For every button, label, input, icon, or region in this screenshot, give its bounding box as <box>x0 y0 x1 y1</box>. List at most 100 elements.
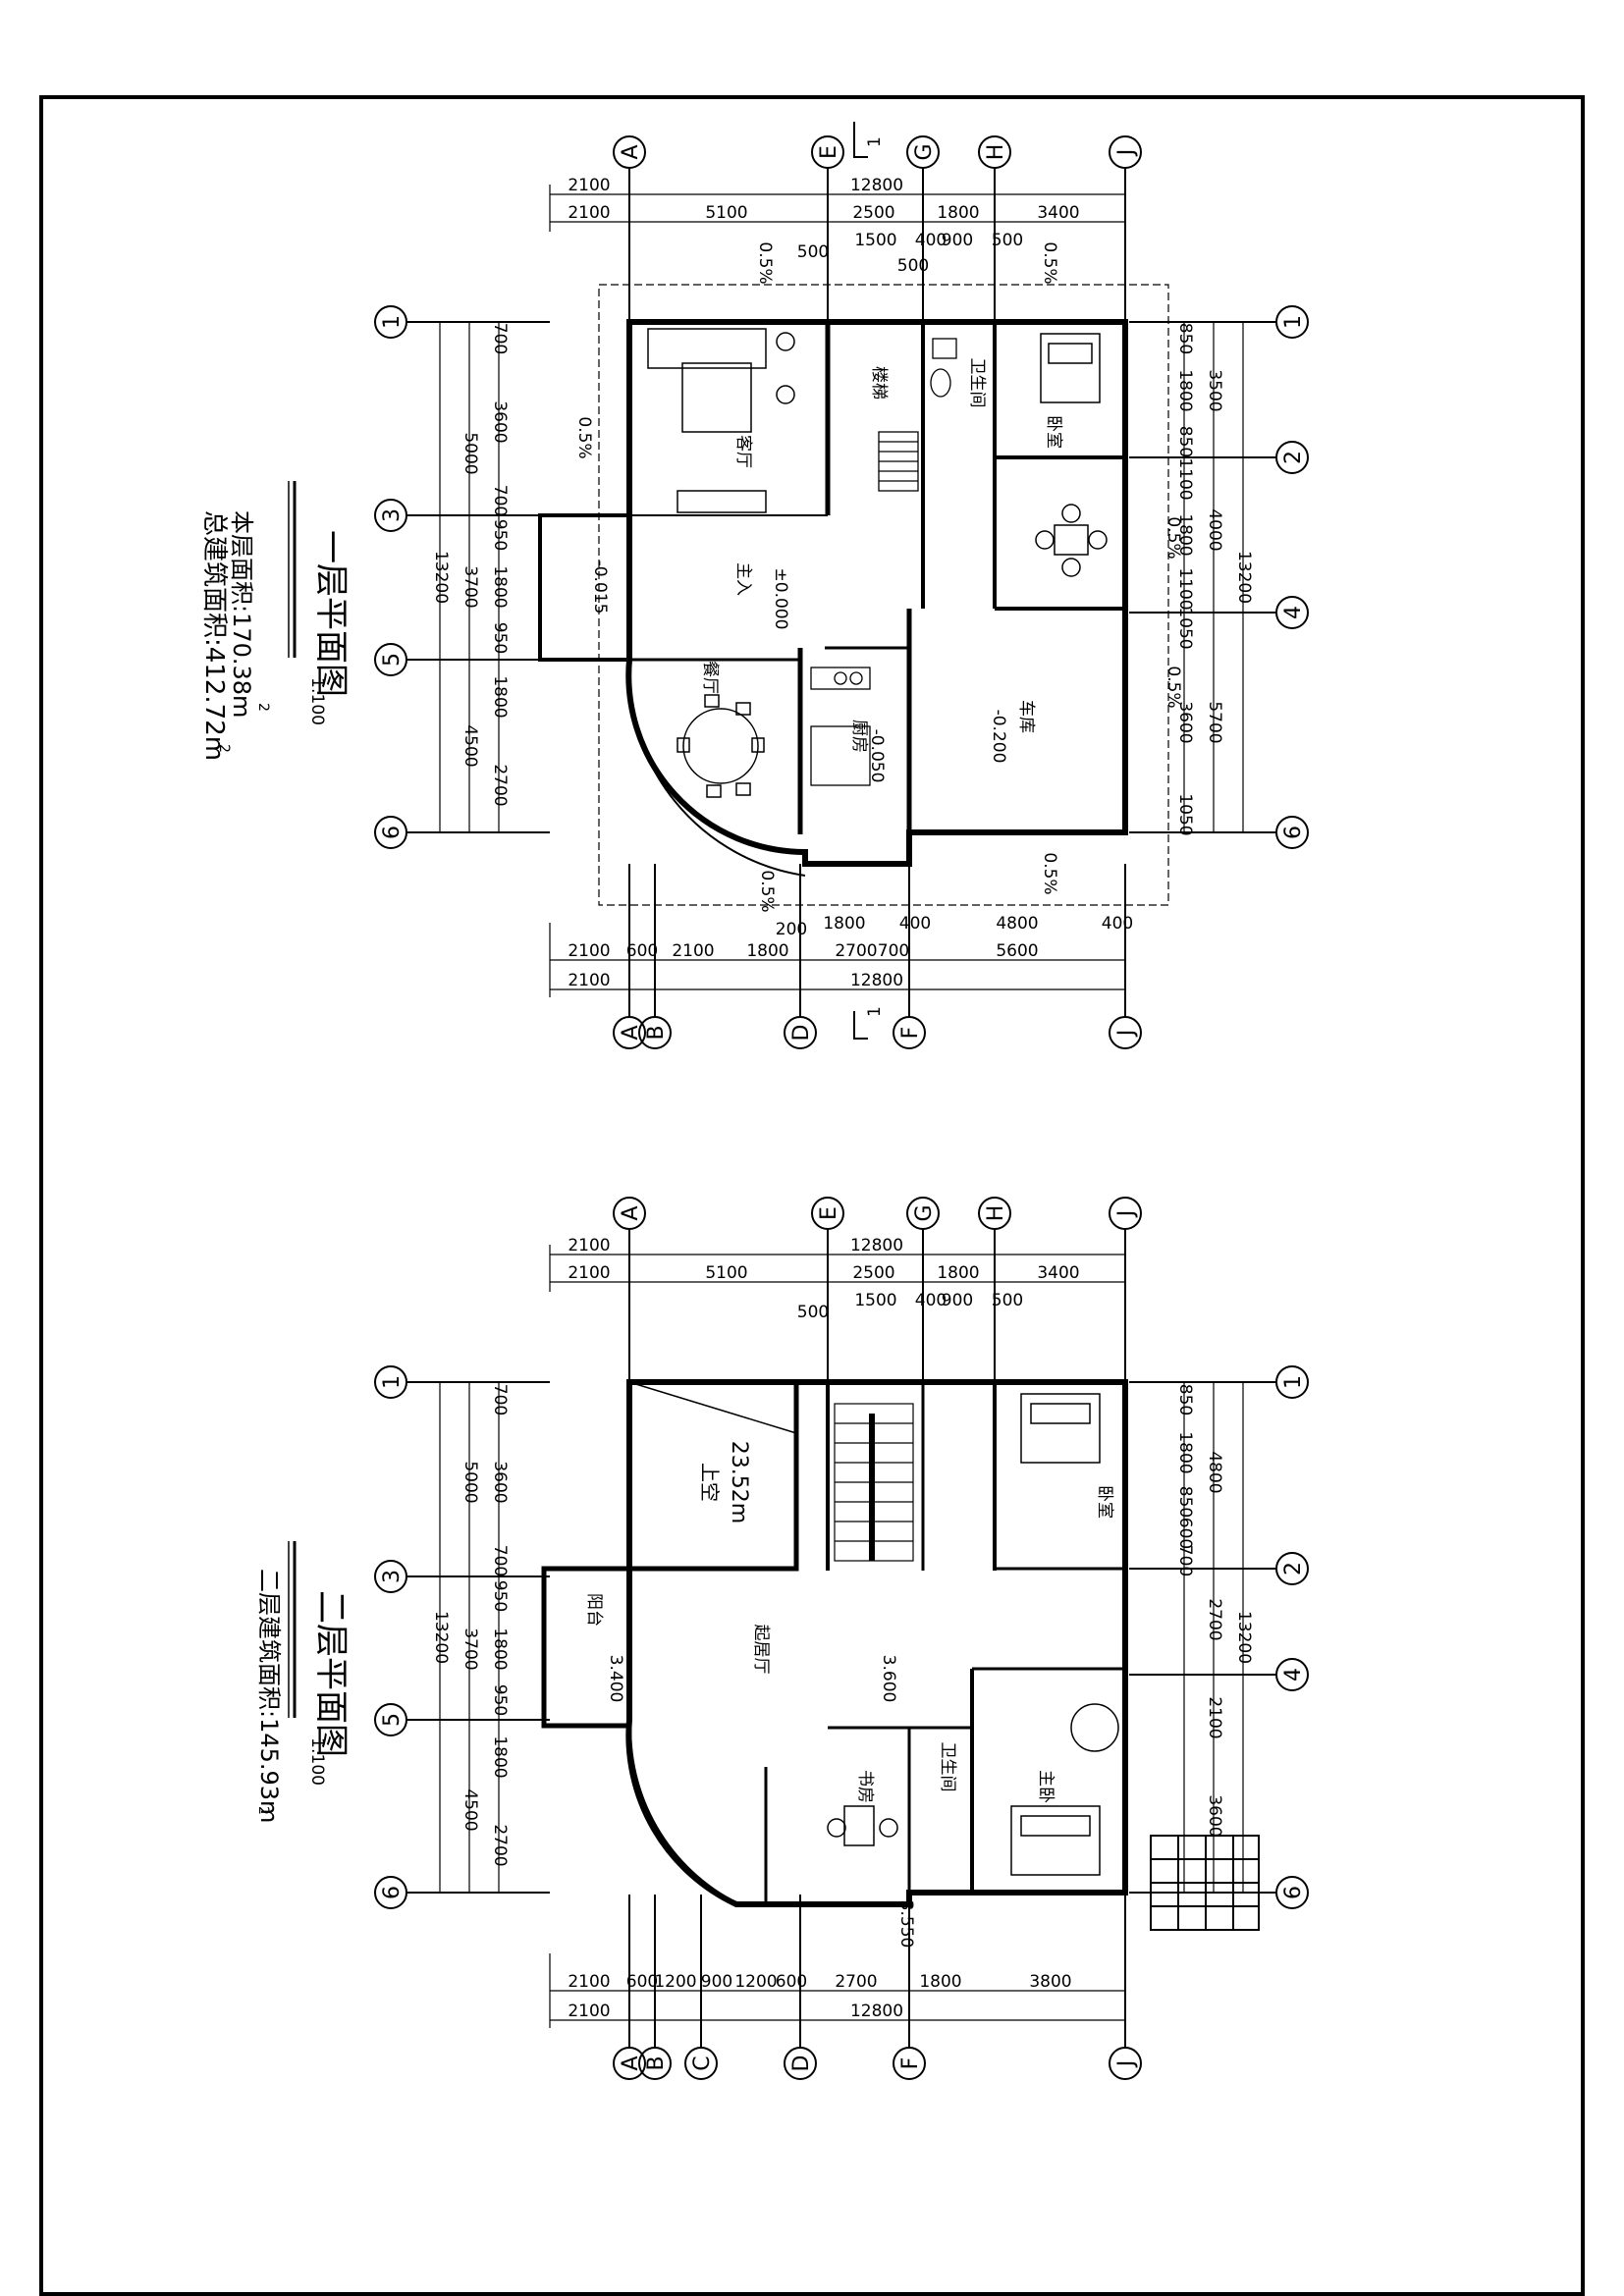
ground-level-kitchen: -0.050 <box>867 729 887 783</box>
ground-axis-B-bottom: B <box>644 1025 669 1040</box>
ground-level-porch: -0.015 <box>590 561 610 614</box>
upper-dim-bottom-d6: 600 <box>776 1972 807 1992</box>
ground-floor-area-1: 本层面积:170.38m <box>228 510 255 718</box>
upper-dim-detail-1: 500 <box>797 1303 829 1322</box>
upper-dim-bottom-d2: 600 <box>626 1972 658 1992</box>
ground-dim-right-total: 13200 <box>1234 551 1254 604</box>
ground-floor-area-2: 总建筑面积:412.72m <box>199 510 229 761</box>
upper-dim-detail-3: 400 <box>915 1291 947 1310</box>
ground-dim-lines-right <box>1183 322 1244 832</box>
ground-axis-4-right: 4 <box>1281 606 1306 619</box>
upper-dim-lines-top <box>549 1245 1126 1292</box>
upper-axis-5-left: 5 <box>380 1713 405 1727</box>
ground-room-bedroom: 卧室 <box>1044 415 1063 449</box>
upper-axis-6-right: 6 <box>1281 1886 1306 1899</box>
ground-room-stair: 楼梯 <box>869 366 889 400</box>
upper-dim-right-span-4: 3600 <box>1205 1794 1224 1837</box>
upper-dim-lines-left <box>439 1382 500 1893</box>
upper-dim-left-span-3: 4500 <box>460 1789 480 1831</box>
ground-dim-bottom-inner-2: 1800 <box>823 914 865 934</box>
upper-title-block: 二层平面图 1:100 二层建筑面积:145.93m 2 <box>255 1541 351 1823</box>
ground-walls <box>538 284 1169 906</box>
upper-dim-left-d6: 950 <box>490 1684 510 1716</box>
upper-dim-top-span-3: 2500 <box>852 1263 894 1283</box>
upper-dim-top-span-2: 5100 <box>705 1263 747 1283</box>
upper-dim-left-d5: 1800 <box>490 1628 510 1670</box>
upper-axis-2-right: 2 <box>1281 1562 1306 1575</box>
ground-floor-area-1-sup: 2 <box>255 703 271 712</box>
ground-dim-detail-6: 500 <box>897 256 929 276</box>
ground-axis-J-bottom: J <box>1114 1030 1139 1039</box>
ground-dim-bottom-inner-5: 400 <box>1102 914 1133 934</box>
upper-dim-bottom-d9: 3800 <box>1029 1972 1071 1992</box>
ground-dim-left-span-1: 5000 <box>460 432 480 474</box>
upper-room-wc: 卫生间 <box>938 1742 957 1792</box>
upper-axis-H-top: H <box>984 1205 1008 1222</box>
ground-axis-1-right: 1 <box>1281 315 1306 329</box>
ground-axis-2-right: 2 <box>1281 451 1306 464</box>
upper-dim-left-total: 13200 <box>431 1611 451 1664</box>
ground-dim-right-span-2: 4000 <box>1205 508 1224 551</box>
ground-section-mark-top: 1 <box>865 136 885 147</box>
upper-dim-bottom-d4: 900 <box>701 1972 732 1992</box>
ground-slope-top-left: 0.5% <box>755 241 775 284</box>
upper-void-area: 23.52m <box>727 1441 751 1523</box>
ground-floor-area-2-sup: 2 <box>216 744 232 753</box>
ground-axis-D-bottom: D <box>789 1025 814 1041</box>
ground-dim-top-span-1: 2100 <box>568 203 610 223</box>
ground-dim-bottom-inner-3: 400 <box>899 914 931 934</box>
ground-dim-bottom-d6: 700 <box>878 941 909 961</box>
upper-dim-right-d2: 1800 <box>1175 1431 1195 1473</box>
ground-dim-right-span-1: 3500 <box>1205 369 1224 411</box>
ground-dim-bottom-inner-4: 4800 <box>996 914 1038 934</box>
ground-floor-title: 一层平面图 <box>311 530 351 697</box>
upper-axis-G-top: G <box>912 1204 937 1221</box>
upper-dim-right-span-2: 2700 <box>1205 1598 1224 1640</box>
upper-dim-left-span-2: 3700 <box>460 1628 480 1670</box>
ground-dim-bottom-d4: 1800 <box>746 941 788 961</box>
drawing-frame <box>39 95 1585 2296</box>
upper-dim-lines-bottom <box>549 1953 1126 2028</box>
ground-dim-bottom-d3: 2100 <box>672 941 714 961</box>
ground-dim-top-left: 2100 <box>568 176 610 195</box>
upper-side-axes <box>374 1365 1309 1909</box>
ground-dim-right-span-3: 5700 <box>1205 701 1224 743</box>
ground-dim-bottom-left: 2100 <box>568 971 610 990</box>
upper-axis-J-top: J <box>1114 1210 1139 1219</box>
upper-room-study: 书房 <box>855 1770 875 1803</box>
ground-dim-top-span-3: 2500 <box>852 203 894 223</box>
ground-dim-right-d5: 1800 <box>1175 513 1195 556</box>
upper-dim-right-d4: 600 <box>1175 1518 1195 1549</box>
upper-dim-bottom-d3: 1200 <box>654 1972 696 1992</box>
ground-axis-E-top: E <box>817 145 841 159</box>
upper-level-balcony: 3.400 <box>606 1655 625 1703</box>
upper-dim-right-d5: 700 <box>1175 1545 1195 1576</box>
upper-axis-3-left: 3 <box>380 1570 405 1583</box>
upper-dim-lines-right <box>1183 1382 1244 1893</box>
ground-dim-lines-bottom <box>549 923 1126 997</box>
ground-room-dining: 餐厅 <box>700 661 720 694</box>
upper-dim-top-span-1: 2100 <box>568 1263 610 1283</box>
upper-axis-A-bottom: A <box>619 2056 643 2070</box>
upper-axis-1-right: 1 <box>1281 1375 1306 1389</box>
upper-axis-1-left: 1 <box>380 1375 405 1389</box>
upper-axis-F-bottom: F <box>898 2057 923 2070</box>
ground-dim-detail-1: 500 <box>797 242 829 262</box>
upper-room-master: 主卧 <box>1036 1770 1056 1803</box>
ground-dim-detail-4: 900 <box>942 231 973 250</box>
upper-axis-4-right: 4 <box>1281 1668 1306 1682</box>
ground-dim-right-d2: 1800 <box>1175 369 1195 411</box>
ground-room-living: 客厅 <box>733 435 753 468</box>
upper-dim-detail-2: 1500 <box>854 1291 896 1310</box>
ground-dim-bottom-d7: 5600 <box>996 941 1038 961</box>
upper-floor-area-1-sup: 2 <box>255 1806 271 1815</box>
ground-dim-right-d8: 3600 <box>1175 701 1195 743</box>
ground-dim-left-d2: 3600 <box>490 400 510 443</box>
upper-dim-left-span-1: 5000 <box>460 1461 480 1503</box>
upper-dim-left-d4: 950 <box>490 1580 510 1612</box>
upper-dim-right-d1: 850 <box>1175 1384 1195 1415</box>
upper-floor-area-1: 二层建筑面积:145.93m <box>255 1569 283 1823</box>
upper-dim-right-d3: 850 <box>1175 1486 1195 1518</box>
upper-dim-right-span-1: 4800 <box>1205 1451 1224 1493</box>
